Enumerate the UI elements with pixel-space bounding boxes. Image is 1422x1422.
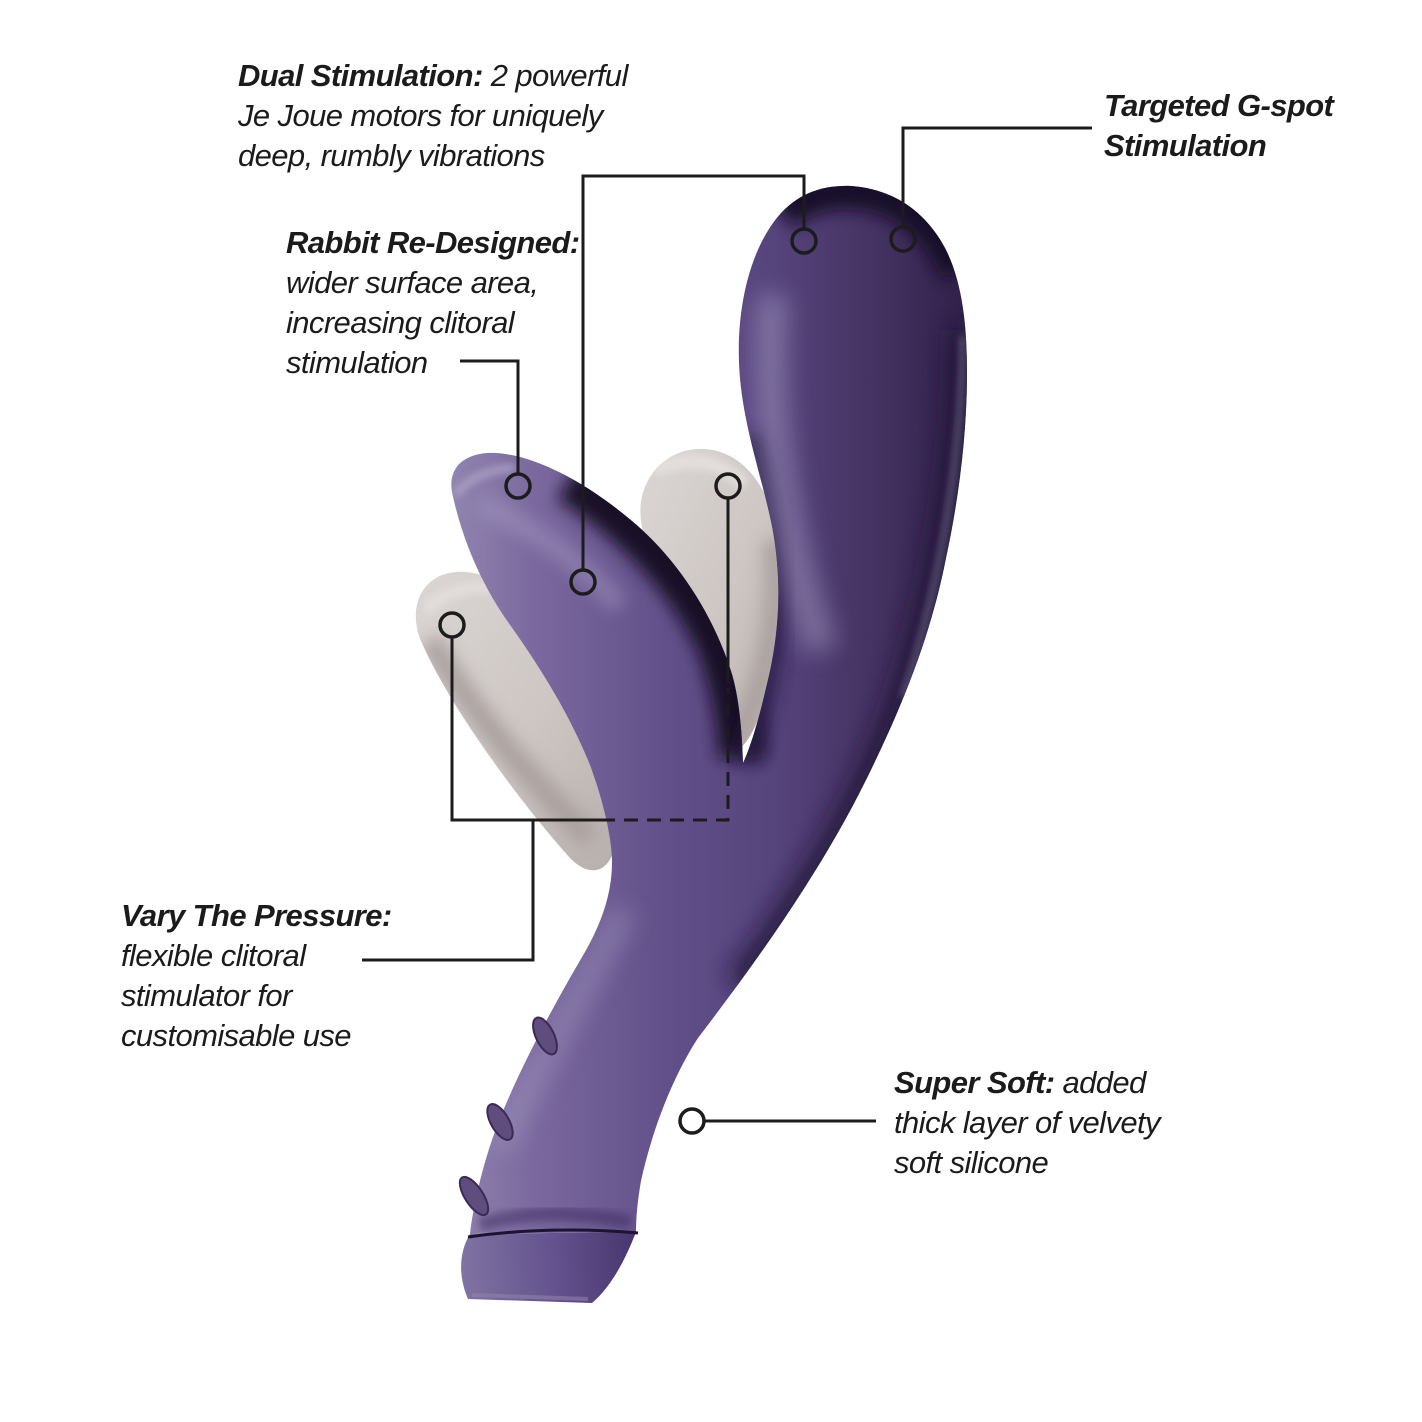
- marker-circle-super-soft: [678, 1107, 706, 1135]
- callout-line-text: Super Soft: added: [894, 1065, 1146, 1100]
- callout-annotations: [362, 126, 1092, 1135]
- callout-line-text: Vary The Pressure:: [121, 898, 392, 933]
- callout-line-vary-pressure-stem: [362, 820, 535, 962]
- callout-text-rabbit-redesigned: Rabbit Re-Designed: wider surface area, in…: [286, 223, 580, 383]
- callout-line-text: flexible clitoral: [121, 938, 306, 973]
- callout-line-text: Stimulation: [1104, 128, 1267, 163]
- callout-line-text: soft silicone: [894, 1145, 1049, 1180]
- marker-circle-g-spot-tip: [889, 225, 917, 253]
- callout-line-text: thick layer of velvety: [894, 1105, 1161, 1140]
- button-bottom[interactable]: [454, 1173, 493, 1220]
- callout-line-text: stimulation: [286, 345, 428, 380]
- callout-line-text: stimulator for: [121, 978, 292, 1013]
- callout-line-text: deep, rumbly vibrations: [238, 138, 545, 173]
- callout-line-vary-pressure-solid: [450, 637, 601, 822]
- callout-line-text: Targeted G-spot: [1104, 88, 1334, 123]
- callout-line-dual-stimulation: [581, 174, 806, 570]
- callout-line-text: increasing clitoral: [286, 305, 515, 340]
- base-cap: [461, 1228, 639, 1303]
- marker-circle-ghost-arm-lower: [438, 611, 466, 639]
- callout-line-vary-pressure-dashed: [601, 688, 730, 822]
- marker-circle-ghost-arm-upper: [714, 472, 742, 500]
- callout-text-super-soft: Super Soft: added thick layer of velvety s…: [894, 1063, 1161, 1183]
- control-buttons[interactable]: [454, 1014, 561, 1219]
- cap-seam-line: [467, 1228, 639, 1239]
- callout-text-dual-stimulation: Dual Stimulation: 2 powerful Je Joue moto…: [238, 56, 628, 176]
- marker-circle-rabbit-tip: [504, 472, 532, 500]
- callout-line-text: customisable use: [121, 1018, 352, 1053]
- callout-line-targeted-g-spot: [901, 126, 1092, 227]
- callout-line-text: Dual Stimulation: 2 powerful: [238, 58, 628, 93]
- callout-text-vary-the-pressure: Vary The Pressure: flexible clitoral stimu…: [121, 896, 392, 1056]
- callout-line-rabbit-redesigned: [460, 359, 520, 474]
- callout-line-text: Je Joue motors for uniquely: [238, 98, 603, 133]
- button-middle[interactable]: [482, 1100, 518, 1144]
- callout-line-text: Rabbit Re-Designed:: [286, 225, 580, 260]
- marker-circle-shaft-motor: [790, 227, 818, 255]
- button-top[interactable]: [528, 1014, 562, 1058]
- marker-circle-arm-motor: [569, 568, 597, 596]
- callout-line-text: wider surface area,: [286, 265, 539, 300]
